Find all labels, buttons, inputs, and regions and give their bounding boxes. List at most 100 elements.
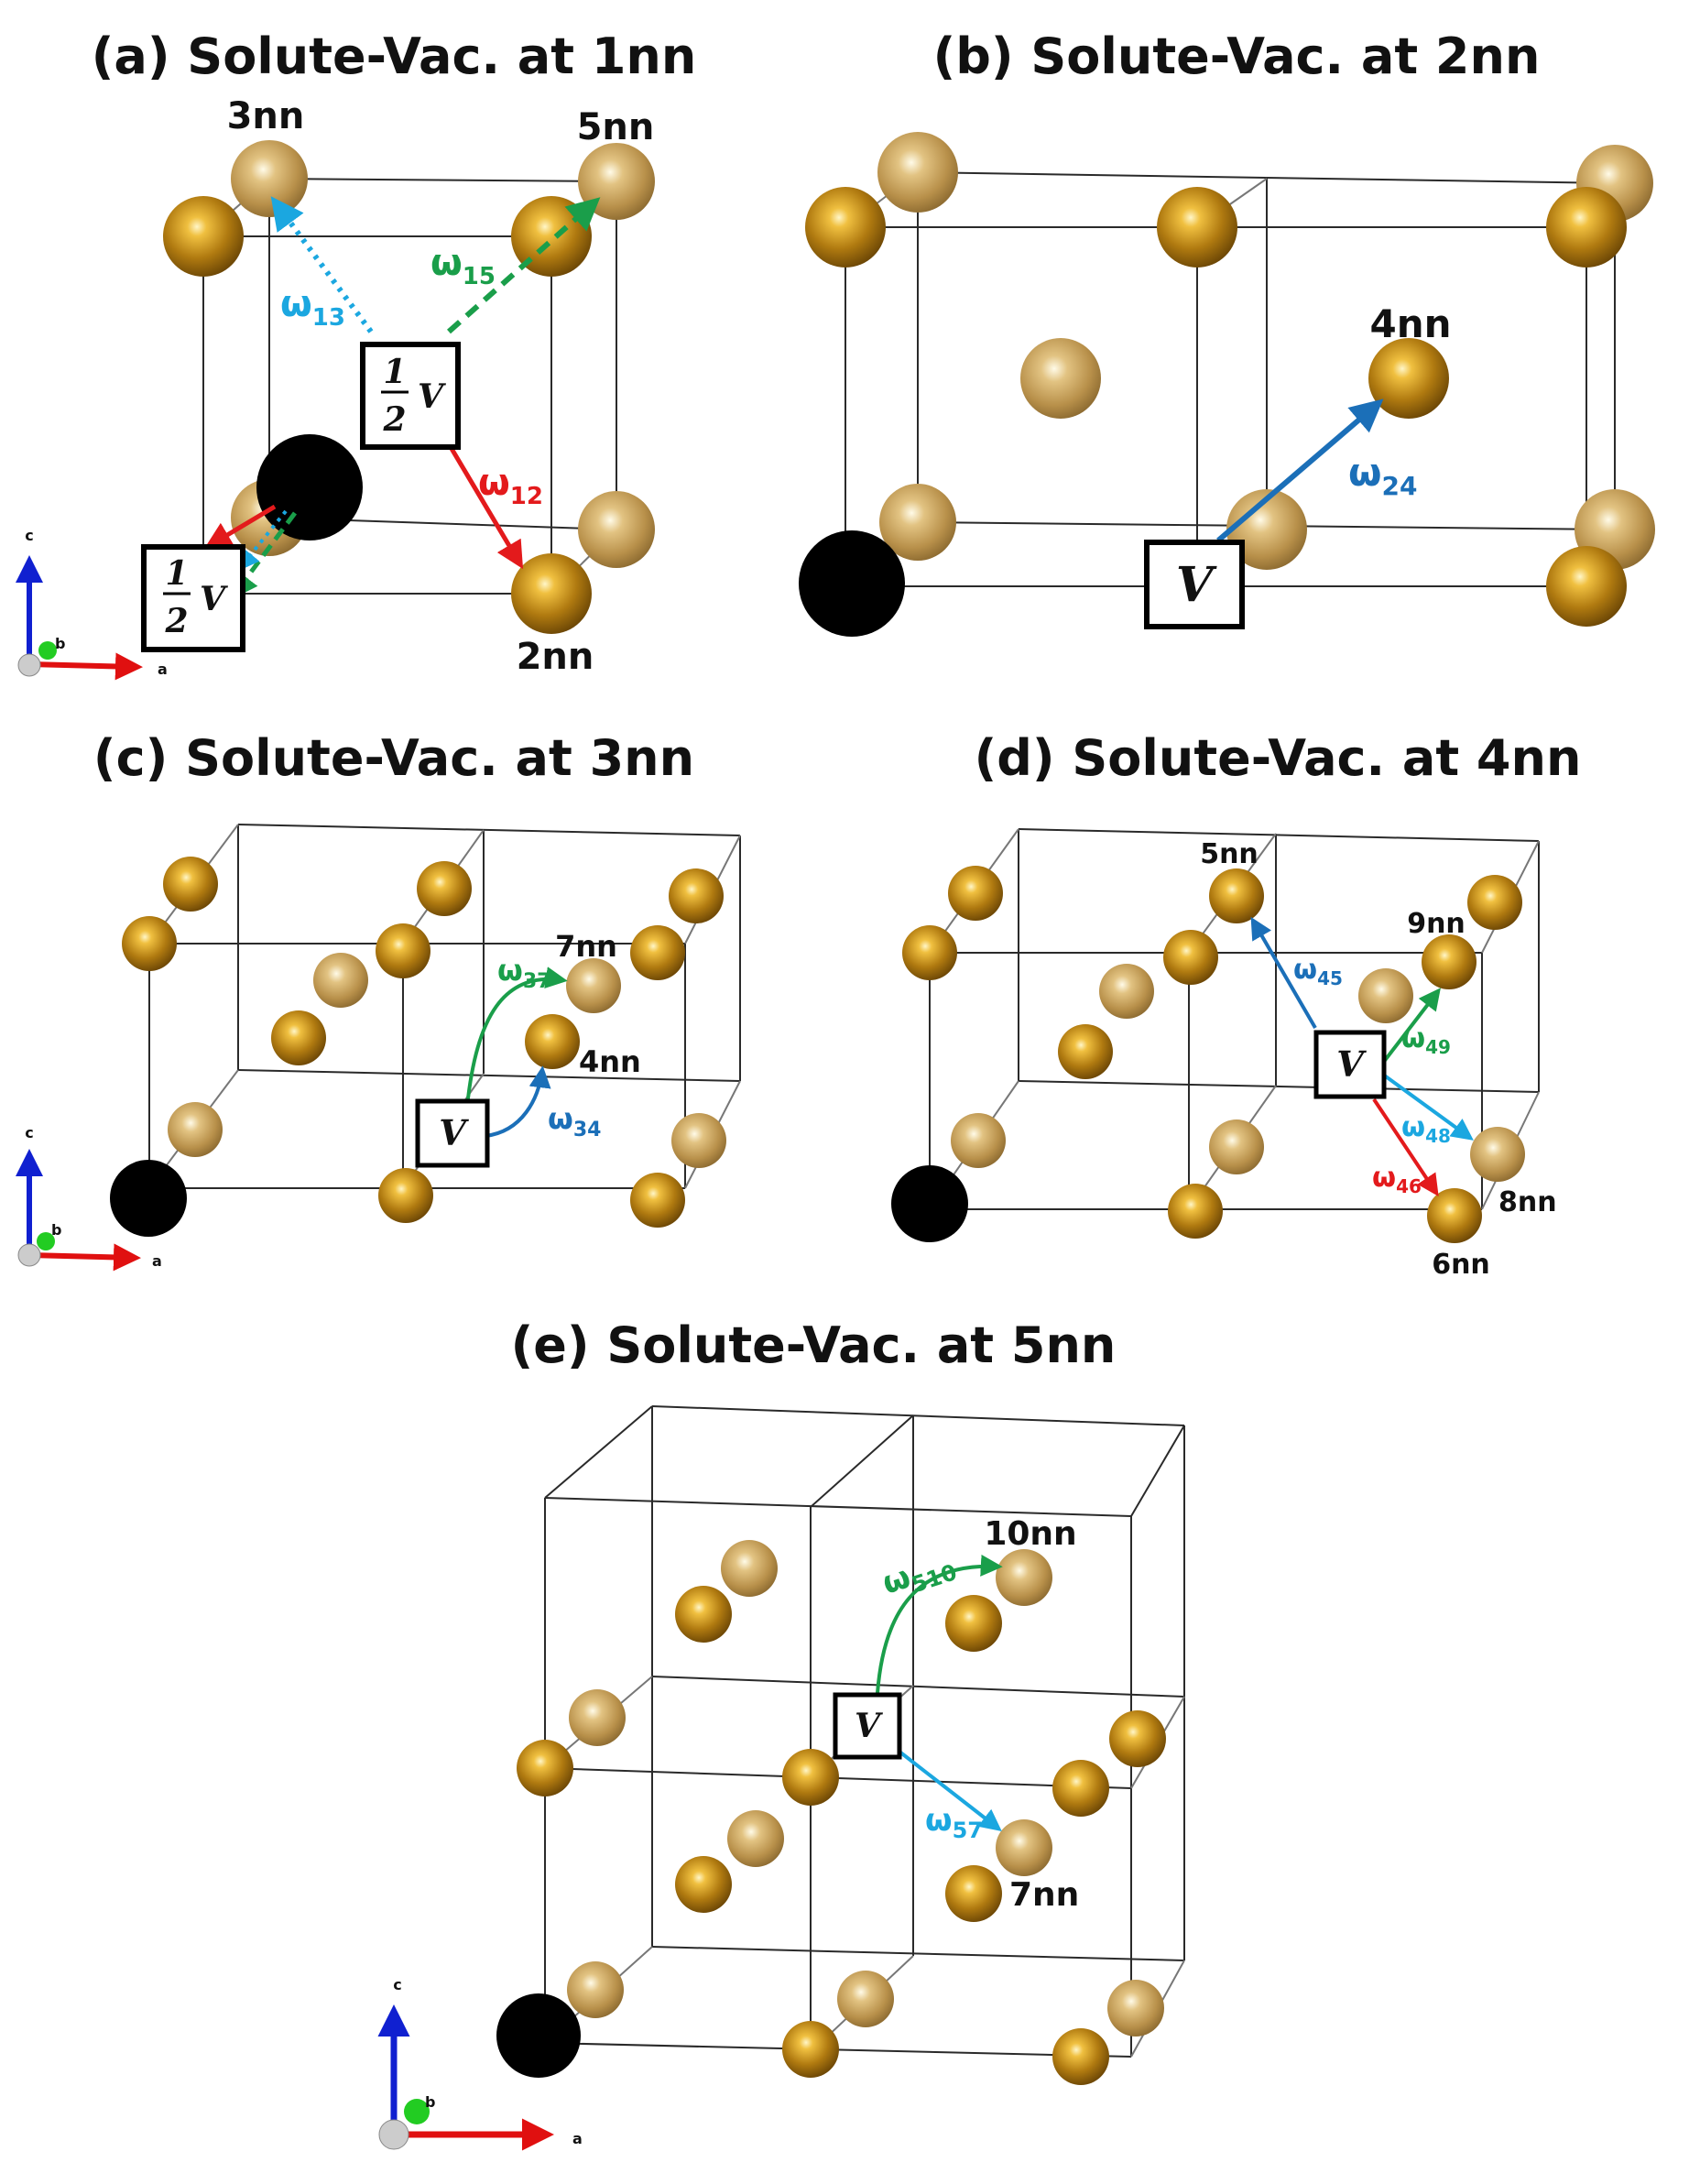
svg-text:b: b	[51, 1221, 61, 1239]
atom	[1546, 546, 1627, 627]
atom	[721, 1540, 778, 1597]
neighbor-label: 7nn	[1009, 1876, 1079, 1914]
atom	[879, 484, 956, 561]
solute-atom	[799, 530, 905, 637]
vacancy-box: 1 2 V	[141, 544, 245, 652]
solute-atom	[110, 1160, 187, 1237]
atom	[231, 140, 308, 217]
atom	[996, 1549, 1052, 1606]
atom	[948, 866, 1003, 921]
vacancy-box: V	[1313, 1030, 1387, 1099]
atom	[525, 1014, 580, 1069]
atom	[313, 953, 368, 1008]
svg-text:V: V	[418, 377, 446, 416]
atom	[517, 1740, 573, 1796]
jump-arrow-w15	[447, 197, 601, 334]
panel-a: (a) Solute-Vac. at 1nn	[16, 27, 696, 681]
atom	[569, 1689, 626, 1746]
atom	[951, 1113, 1006, 1168]
atom	[1546, 187, 1627, 268]
atom	[163, 857, 218, 912]
vacancy-box: V	[1144, 540, 1245, 629]
svg-text:b: b	[425, 2093, 435, 2111]
atom	[578, 491, 655, 568]
jump-arrow-w48	[1378, 1070, 1474, 1141]
solute-atom	[256, 434, 363, 541]
atom	[271, 1010, 326, 1065]
atom	[675, 1586, 732, 1643]
atom	[1020, 338, 1101, 419]
jump-label-w45: ω45	[1293, 954, 1343, 989]
panel-e: (e) Solute-Vac. at 5nn	[377, 1316, 1185, 2151]
panel-c: (c) Solute-Vac. at 3nn	[16, 729, 741, 1272]
svg-text:V: V	[1336, 1043, 1367, 1085]
atom	[1163, 930, 1218, 985]
neighbor-label: 6nn	[1432, 1249, 1490, 1281]
atom	[1226, 489, 1307, 570]
panel-c-title: (c) Solute-Vac. at 3nn	[93, 729, 694, 787]
jump-label-w12: ω12	[478, 462, 543, 510]
atom	[1052, 1760, 1109, 1817]
atom	[727, 1810, 784, 1867]
neighbor-label: 4nn	[1369, 301, 1451, 346]
atom	[376, 923, 430, 978]
svg-text:b: b	[55, 635, 65, 652]
jump-label-w46: ω46	[1372, 1162, 1422, 1197]
panel-b-title: (b) Solute-Vac. at 2nn	[933, 27, 1541, 85]
solute-atom	[891, 1165, 968, 1242]
atom	[902, 925, 957, 980]
jump-arrow-split	[203, 504, 277, 550]
atom	[1427, 1188, 1482, 1243]
atom	[566, 958, 621, 1013]
jump-arrow-w46	[1372, 1097, 1439, 1196]
atom	[782, 2021, 839, 2078]
jump-arrow-w45	[1250, 916, 1317, 1030]
jump-label-w49: ω49	[1401, 1022, 1451, 1058]
atom	[945, 1595, 1002, 1652]
svg-text:V: V	[1176, 557, 1217, 613]
atom	[417, 861, 472, 916]
vacancy-box: V	[415, 1098, 490, 1168]
vacancy-box: 1 2 V	[360, 342, 461, 450]
atom	[1358, 968, 1413, 1023]
panel-d-title: (d) Solute-Vac. at 4nn	[975, 729, 1582, 787]
atom	[782, 1749, 839, 1806]
panel-d: (d) Solute-Vac. at 4nn	[891, 729, 1581, 1281]
atom	[1157, 187, 1237, 268]
atom	[630, 925, 685, 980]
neighbor-label: 4nn	[579, 1044, 641, 1079]
neighbor-label: 10nn	[984, 1515, 1076, 1553]
jump-label-w15: ω15	[430, 242, 496, 290]
atom	[671, 1113, 726, 1168]
atom	[630, 1173, 685, 1228]
atom	[578, 143, 655, 220]
atom	[511, 553, 592, 634]
jump-arrow-w510	[876, 1554, 1003, 1694]
axis-triad: c b a	[16, 1124, 162, 1272]
neighbor-label: 2nn	[517, 636, 594, 678]
solute-atom	[496, 1993, 581, 2078]
neighbor-label: 5nn	[577, 106, 655, 148]
neighbor-label: 7nn	[555, 929, 617, 964]
atom	[1109, 1710, 1166, 1767]
jump-label-w34: ω34	[548, 1101, 601, 1141]
atom	[1467, 875, 1522, 930]
svg-text:a: a	[152, 1252, 162, 1270]
svg-text:c: c	[25, 527, 33, 544]
svg-text:V: V	[855, 1707, 883, 1745]
jump-arrow-w49	[1381, 988, 1441, 1065]
jump-label-w37: ω37	[497, 953, 550, 993]
atom	[378, 1168, 433, 1223]
vacancy-box: V	[833, 1692, 902, 1760]
jump-arrow-w24	[1216, 399, 1384, 543]
atom	[877, 132, 958, 213]
atom	[1052, 2028, 1109, 2085]
atom	[122, 916, 177, 971]
axis-triad: c b a	[16, 527, 168, 681]
jump-arrow-w57	[898, 1750, 1002, 1831]
jump-label-w57: ω57	[925, 1802, 983, 1843]
panel-b: (b) Solute-Vac. at 2nn	[799, 27, 1655, 637]
atom	[669, 868, 724, 923]
svg-text:a: a	[158, 661, 168, 678]
